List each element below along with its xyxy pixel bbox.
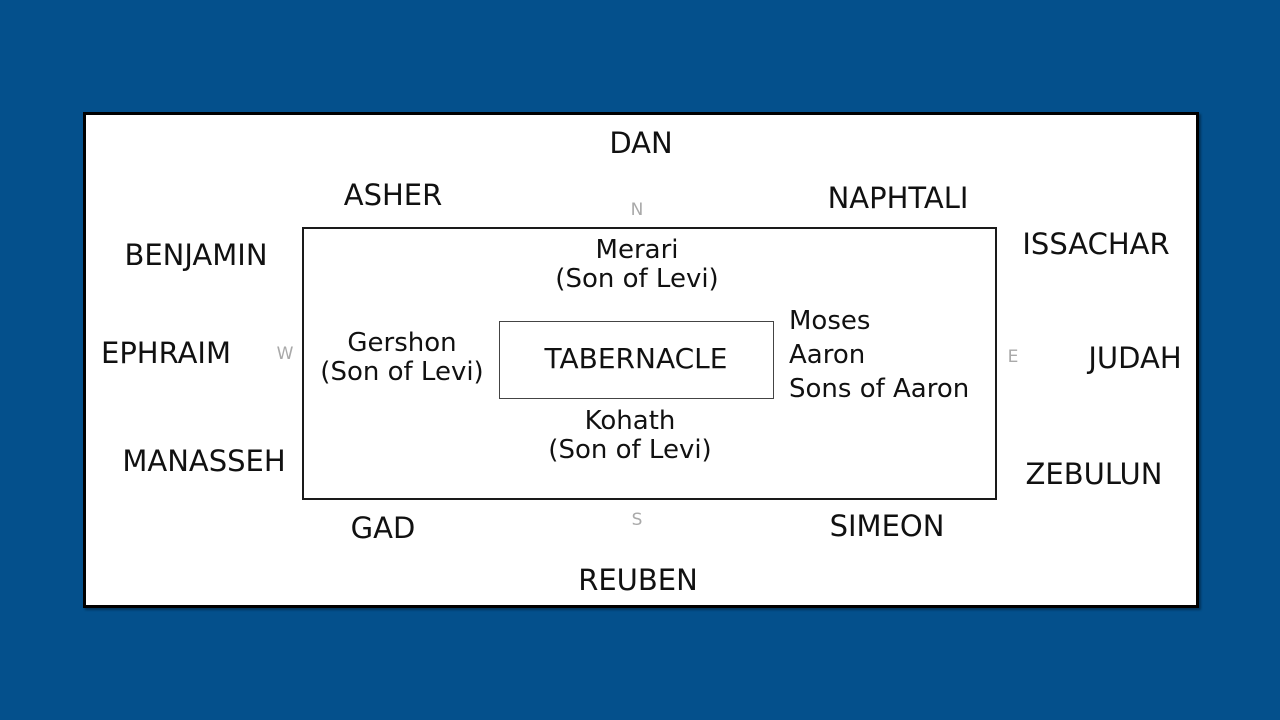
tribe-gad: GAD — [350, 511, 416, 545]
priests-group: Moses Aaron Sons of Aaron — [789, 304, 969, 406]
levite-merari-relation: (Son of Levi) — [555, 264, 719, 295]
tribe-simeon: SIMEON — [829, 509, 945, 543]
levite-kohath-name: Kohath — [584, 406, 676, 436]
priest-moses: Moses — [789, 306, 871, 336]
tribe-issachar: ISSACHAR — [1022, 227, 1170, 261]
tribe-zebulun: ZEBULUN — [1025, 457, 1163, 491]
camp-diagram-panel: DAN ASHER NAPHTALI BENJAMIN ISSACHAR EPH… — [83, 112, 1199, 608]
compass-north: N — [630, 200, 644, 220]
tribe-benjamin: BENJAMIN — [124, 238, 268, 272]
compass-east: E — [1007, 347, 1019, 367]
levite-gershon: Gershon (Son of Levi) — [320, 328, 484, 388]
levite-camp-boundary — [302, 227, 997, 500]
tribe-dan: DAN — [609, 126, 673, 160]
priest-sons-of-aaron: Sons of Aaron — [789, 374, 970, 404]
tribe-reuben: REUBEN — [578, 563, 698, 597]
priest-aaron: Aaron — [789, 340, 866, 370]
tribe-naphtali: NAPHTALI — [827, 181, 969, 215]
tribe-asher: ASHER — [343, 178, 443, 212]
tribe-judah: JUDAH — [1088, 341, 1182, 375]
levite-merari: Merari (Son of Levi) — [555, 235, 719, 295]
tribe-ephraim: EPHRAIM — [100, 336, 232, 370]
compass-west: W — [276, 344, 294, 364]
levite-kohath: Kohath (Son of Levi) — [548, 406, 712, 466]
levite-gershon-name: Gershon — [347, 328, 457, 358]
tabernacle-label: TABERNACLE — [544, 342, 728, 375]
tabernacle-box — [499, 321, 774, 399]
levite-merari-name: Merari — [595, 235, 679, 265]
compass-south: S — [631, 510, 643, 530]
tribe-manasseh: MANASSEH — [122, 444, 286, 478]
levite-kohath-relation: (Son of Levi) — [548, 435, 712, 466]
levite-gershon-relation: (Son of Levi) — [320, 357, 484, 388]
